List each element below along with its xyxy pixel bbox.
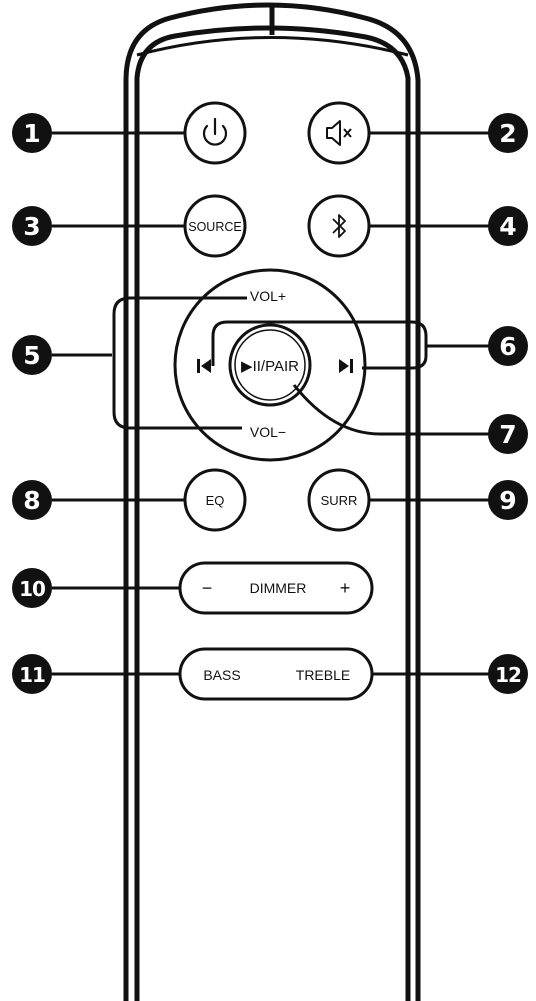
- vol-up-button[interactable]: VOL+: [250, 288, 286, 304]
- dimmer-label: DIMMER: [250, 580, 307, 596]
- bluetooth-button[interactable]: [307, 194, 371, 258]
- source-button[interactable]: SOURCE: [183, 194, 247, 258]
- bass-treble-control: BASS TREBLE: [178, 647, 374, 701]
- callout-11: 11: [12, 654, 52, 694]
- mute-icon: [326, 120, 352, 146]
- callout-3: 3: [12, 206, 52, 246]
- vol-down-button[interactable]: VOL−: [250, 424, 286, 440]
- callout-10: 10: [12, 568, 52, 608]
- svg-text:7: 7: [499, 420, 516, 449]
- svg-text:4: 4: [499, 212, 516, 241]
- bass-button[interactable]: BASS: [203, 667, 240, 683]
- eq-label: EQ: [206, 493, 225, 508]
- callout-2: 2: [488, 113, 528, 153]
- svg-text:12: 12: [495, 663, 521, 687]
- callout-8: 8: [12, 480, 52, 520]
- svg-text:9: 9: [499, 486, 516, 515]
- dimmer-plus-button[interactable]: +: [340, 578, 351, 598]
- callout-7: 7: [488, 414, 528, 454]
- surr-label: SURR: [321, 493, 358, 508]
- svg-text:8: 8: [23, 486, 40, 515]
- leader-lines: [52, 131, 492, 676]
- surr-button[interactable]: SURR: [307, 468, 371, 532]
- previous-button[interactable]: [197, 359, 211, 373]
- callout-4: 4: [488, 206, 528, 246]
- svg-text:5: 5: [23, 341, 40, 370]
- next-button[interactable]: [339, 359, 353, 373]
- svg-text:6: 6: [499, 332, 516, 361]
- callout-12: 12: [488, 654, 528, 694]
- dimmer-control: − DIMMER +: [178, 561, 374, 615]
- svg-text:1: 1: [23, 119, 40, 148]
- treble-button[interactable]: TREBLE: [296, 667, 350, 683]
- svg-text:10: 10: [19, 577, 45, 601]
- callout-9: 9: [488, 480, 528, 520]
- skip-next-icon: [339, 359, 353, 373]
- skip-previous-icon: [197, 359, 211, 373]
- eq-button[interactable]: EQ: [183, 468, 247, 532]
- play-pair-label: ▶II/PAIR: [241, 358, 299, 375]
- callout-6: 6: [488, 326, 528, 366]
- remote-body: [123, 2, 421, 1001]
- dimmer-minus-button[interactable]: −: [202, 578, 213, 598]
- callout-1: 1: [12, 113, 52, 153]
- mute-button[interactable]: [307, 101, 371, 165]
- power-icon: [202, 117, 228, 146]
- callout-5: 5: [12, 335, 52, 375]
- play-pair-button[interactable]: ▶II/PAIR: [228, 323, 312, 407]
- svg-text:11: 11: [19, 663, 45, 687]
- svg-text:2: 2: [499, 119, 516, 148]
- bluetooth-icon: [332, 214, 346, 238]
- svg-text:3: 3: [23, 212, 40, 241]
- power-button[interactable]: [183, 101, 247, 165]
- source-label: SOURCE: [188, 220, 241, 234]
